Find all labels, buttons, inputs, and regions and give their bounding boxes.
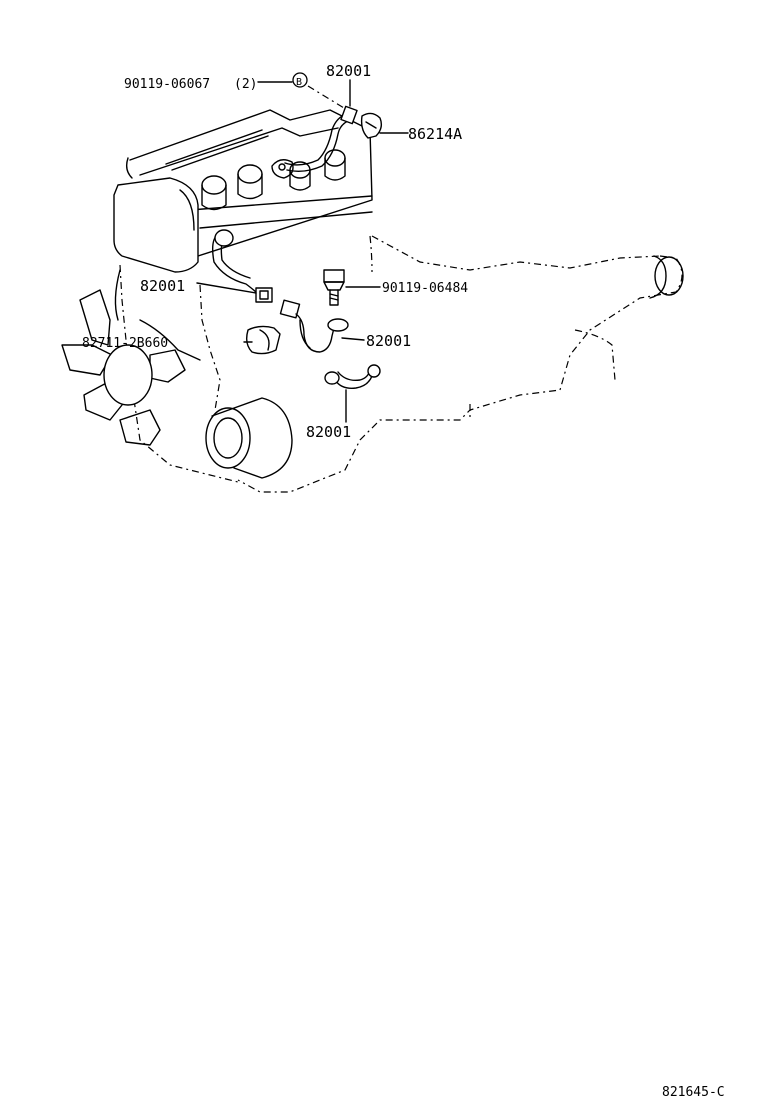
label-wire-bottom: 82001: [306, 423, 351, 441]
label-bolt-top-qty: (2): [234, 77, 257, 92]
label-wire-mid: 82001: [366, 332, 411, 350]
leader-lines: [196, 79, 409, 423]
label-bolt-top: 90119-06067: [124, 77, 210, 92]
label-connector-right: 86214A: [408, 125, 462, 143]
engine-block-drawing: [61, 109, 684, 493]
label-bolt-top-marker: B: [296, 77, 302, 88]
clamp-82711-2B660: [245, 325, 281, 355]
label-clamp-left: 82711-2B660: [82, 336, 168, 351]
callout-labels: 90119-06067 (2) B 82001 86214A 82001 901…: [82, 62, 468, 441]
figure-code: 821645-C: [662, 1085, 725, 1100]
parts-drawing: [211, 105, 383, 389]
label-sensor-top: 82001: [326, 62, 371, 80]
bolt-marker-circle: [292, 72, 308, 88]
label-bolt-right: 90119-06484: [382, 281, 468, 296]
top-sensor-wire: [284, 113, 347, 166]
label-wire-left: 82001: [140, 277, 185, 295]
